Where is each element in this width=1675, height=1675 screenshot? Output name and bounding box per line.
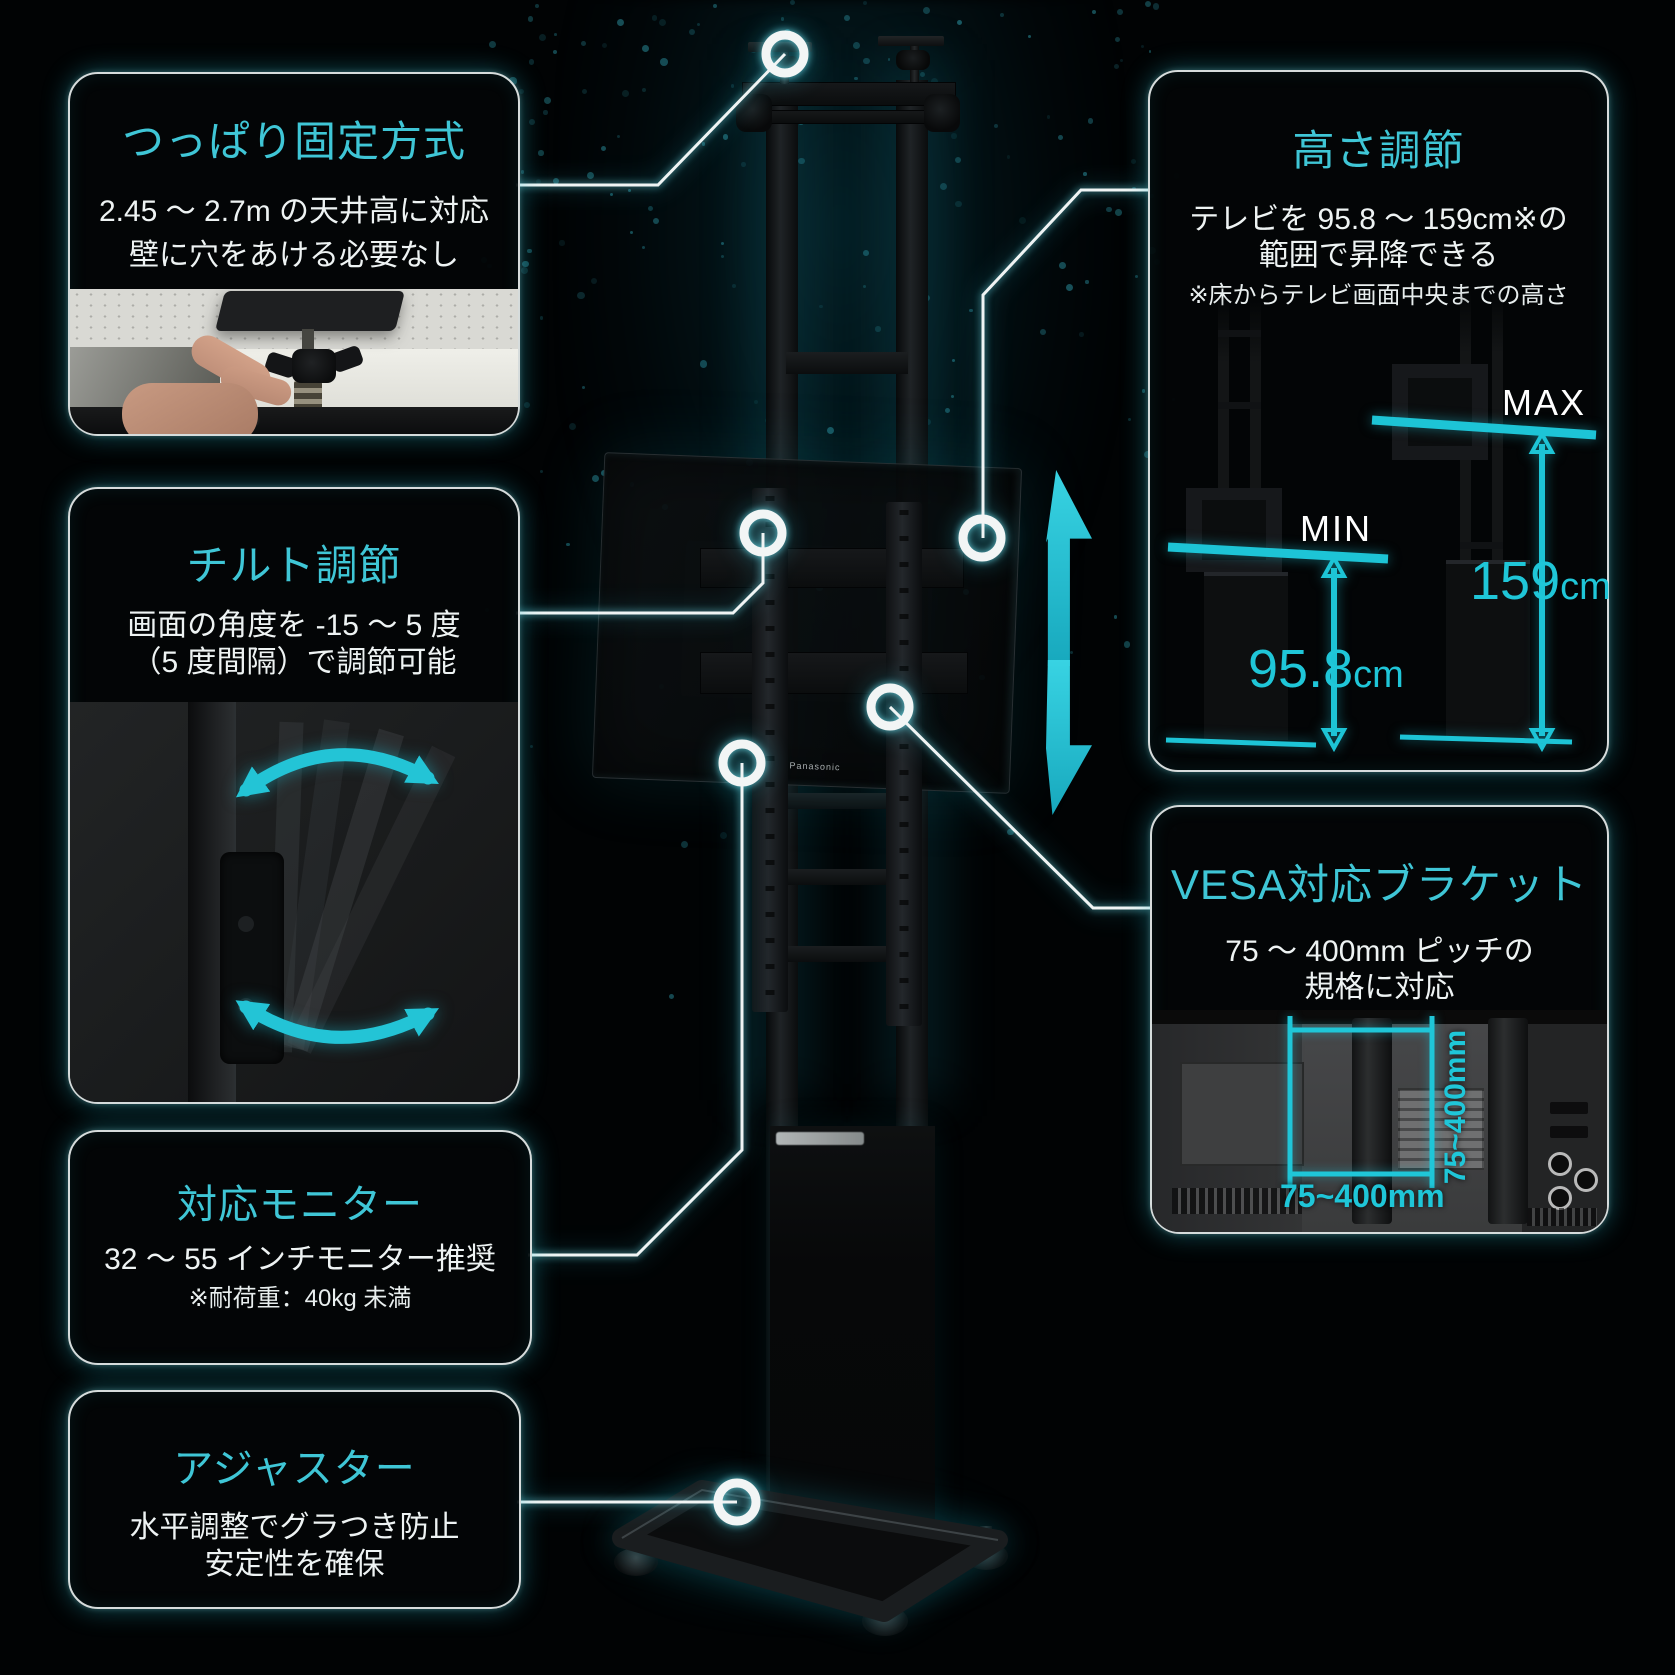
card-text: テレビを 95.8 〜 159cm※の	[1189, 203, 1568, 236]
max-label: MAX	[1502, 382, 1587, 423]
card-text: 規格に対応	[1304, 971, 1455, 1004]
card-title: チルト調節	[186, 542, 402, 589]
ceiling-plate-right	[878, 36, 944, 46]
tilt-arrows	[235, 748, 440, 1044]
vent-strip	[1527, 1208, 1597, 1226]
wing-nut-right	[896, 50, 930, 70]
card-title: 高さ調節	[1292, 127, 1465, 174]
callout-ring-ceiling	[761, 30, 809, 78]
side-knob-right	[924, 94, 960, 132]
pole-rung	[786, 793, 908, 809]
threaded-rod	[302, 329, 314, 351]
card-title: VESA対応ブラケット	[1170, 861, 1589, 908]
card-text: 壁に穴をあける必要なし	[129, 239, 459, 272]
card-note: ※耐荷重：40kg 未満	[188, 1285, 412, 1312]
vesa-width-label: 75~400mm	[1280, 1178, 1445, 1214]
feature-card-tilt: チルト調節 画面の角度を -15 〜 5 度 （5 度間隔）で調節可能	[68, 487, 520, 1104]
card-text: 範囲で昇降できる	[1258, 239, 1499, 272]
vesa-measure-lines	[1287, 1016, 1435, 1188]
min-label: MIN	[1300, 508, 1372, 549]
min-height-value: 95.8cm	[1248, 639, 1404, 699]
callout-ring-tilt	[739, 509, 787, 557]
max-height-value: 159cm	[1470, 551, 1611, 611]
callout-ring-vesa	[866, 683, 914, 731]
ceiling-plate-left	[748, 42, 812, 52]
card-title: 対応モニター	[177, 1183, 423, 1227]
av-jack-icon	[1548, 1152, 1572, 1176]
card-text: 2.45 〜 2.7m の天井高に対応	[98, 195, 490, 228]
card-text: 画面の角度を -15 〜 5 度	[127, 609, 461, 642]
back-cover	[1180, 1062, 1304, 1166]
ceiling-mount-photo	[70, 289, 518, 434]
connector-tension	[516, 52, 787, 187]
card-text: 安定性を確保	[204, 1548, 385, 1581]
card-title: アジャスター	[173, 1447, 416, 1491]
connector-tilt	[516, 533, 765, 615]
tilt-pivot	[238, 916, 254, 932]
hdmi-port-icon	[1550, 1126, 1588, 1138]
top-crossbar	[742, 82, 956, 106]
card-text: 水平調整でグラつき防止	[129, 1511, 460, 1544]
connector-vesa	[888, 705, 1150, 910]
spec-sticker	[1398, 1088, 1484, 1170]
bracket-crossbar-lower	[700, 652, 968, 694]
callout-ring-monitor	[718, 739, 766, 787]
height-diagram	[1165, 290, 1597, 753]
callout-ring-height	[958, 514, 1006, 562]
card-text: 75 〜 400mm ピッチの	[1225, 935, 1534, 968]
av-jack-icon	[1574, 1168, 1598, 1192]
feature-card-tension: つっぱり固定方式 2.45 〜 2.7m の天井高に対応 壁に穴をあける必要なし	[68, 72, 520, 436]
pole-rung	[786, 946, 908, 962]
vent-strip	[1172, 1188, 1302, 1214]
stand-logo-strip	[776, 1132, 864, 1145]
vesa-rail-right	[886, 502, 922, 1026]
mounted-rail-right	[1488, 1018, 1528, 1224]
wing-nut	[292, 349, 336, 383]
tilt-mechanism-photo	[70, 702, 518, 1102]
feature-card-height: 高さ調節 テレビを 95.8 〜 159cm※の 範囲で昇降できる ※床からテレ…	[1148, 70, 1611, 772]
feature-card-vesa: VESA対応ブラケット 75 〜 400mm ピッチの 規格に対応	[1150, 805, 1609, 1234]
callout-ring-adjuster	[713, 1478, 761, 1526]
pole-rung	[786, 869, 908, 885]
hdmi-port-icon	[1550, 1102, 1588, 1114]
column-cover-panel	[770, 1126, 935, 1526]
connector-monitor	[528, 763, 744, 1257]
card-title: つっぱり固定方式	[121, 118, 466, 165]
card-text: （5 度間隔）で調節可能	[131, 646, 457, 679]
connector-height	[981, 188, 1148, 538]
tv-back-photo: 75~400mm 75~400mm	[1152, 1010, 1607, 1232]
feature-card-adjuster: アジャスター 水平調整でグラつき防止 安定性を確保	[68, 1390, 521, 1609]
feature-card-monitor: 対応モニター 32 〜 55 インチモニター推奨 ※耐荷重：40kg 未満	[68, 1130, 532, 1365]
vesa-height-label: 75~400mm	[1439, 1029, 1472, 1185]
hand-palm	[122, 383, 258, 434]
card-text: 32 〜 55 インチモニター推奨	[104, 1243, 496, 1276]
tension-plate	[215, 291, 405, 331]
pole-rung	[786, 352, 908, 374]
floor-base	[612, 1480, 1008, 1622]
mounted-rail-left	[1352, 1018, 1392, 1224]
